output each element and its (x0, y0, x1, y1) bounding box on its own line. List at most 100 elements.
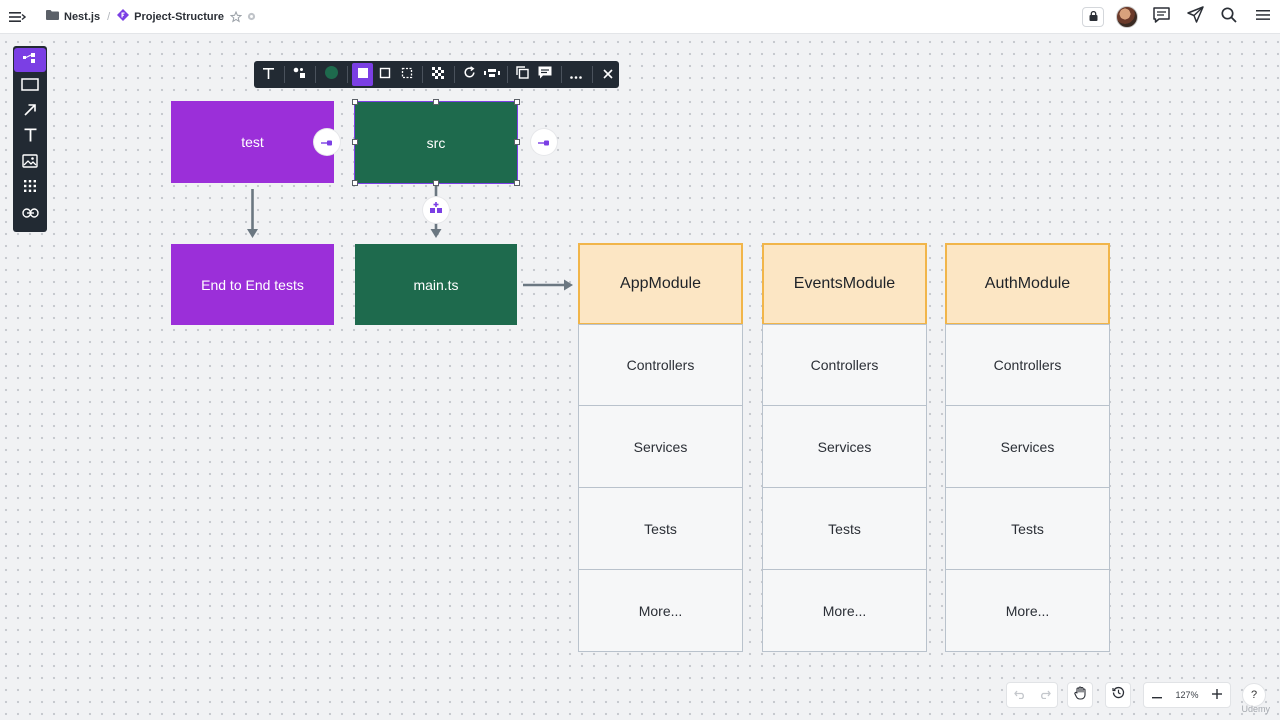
resize-handle-top-right[interactable] (514, 99, 520, 105)
module-cell-label: Services (1001, 439, 1055, 455)
module-cell[interactable]: Services (762, 406, 927, 488)
toolbar-divider (561, 66, 562, 83)
toolbar-opacity-button[interactable] (427, 63, 449, 86)
toolbar-fill-color-button[interactable] (320, 63, 342, 86)
hand-icon (1074, 686, 1087, 705)
ellipsis-icon (570, 66, 582, 84)
module-cell-label: More... (639, 603, 683, 619)
module-header[interactable]: EventsModule (762, 243, 927, 325)
redo-button[interactable] (1032, 683, 1057, 707)
resize-handle-right[interactable] (514, 139, 520, 145)
module-cell[interactable]: Controllers (578, 324, 743, 406)
module-cell-label: Tests (828, 521, 861, 537)
zoom-in-button[interactable] (1205, 683, 1230, 707)
quick-add-child-button[interactable] (423, 197, 449, 223)
settings-cog-icon[interactable] (247, 12, 256, 21)
zoom-out-button[interactable] (1144, 683, 1169, 707)
menu-collapse-icon[interactable] (0, 0, 34, 34)
node-src[interactable]: src (355, 102, 517, 183)
module-cell[interactable]: More... (945, 570, 1110, 652)
toolbar-shape-type-button[interactable] (289, 63, 311, 86)
toolbar-close-button[interactable] (597, 63, 619, 86)
module-cell-label: Services (634, 439, 688, 455)
top-bar-left: Nest.js / Project-Structure (0, 0, 256, 34)
node-e2e-label: End to End tests (201, 277, 304, 293)
toolbar-text-button[interactable] (258, 63, 280, 86)
module-cell[interactable]: Tests (762, 488, 927, 570)
breadcrumb-separator: / (107, 11, 110, 23)
resize-handle-top-left[interactable] (352, 99, 358, 105)
search-button[interactable] (1212, 0, 1246, 34)
resize-handle-top[interactable] (433, 99, 439, 105)
resize-handle-left[interactable] (352, 139, 358, 145)
top-bar: Nest.js / Project-Structure (0, 0, 1280, 34)
arrow-main-to-appmodule[interactable] (523, 280, 573, 291)
tool-rectangle[interactable] (13, 74, 47, 100)
module-cell-label: More... (1006, 603, 1050, 619)
tool-image[interactable] (13, 151, 47, 177)
module-cell[interactable]: Controllers (945, 324, 1110, 406)
toolbar-duplicate-button[interactable] (512, 63, 534, 86)
toolbar-fill-solid-button[interactable] (352, 63, 374, 86)
undo-button[interactable] (1007, 683, 1032, 707)
module-cell[interactable]: More... (762, 570, 927, 652)
comments-button[interactable] (1144, 0, 1178, 34)
quick-connect-right-button[interactable] (531, 129, 557, 155)
lock-button[interactable] (1076, 0, 1110, 34)
breadcrumb-board[interactable]: Project-Structure (117, 9, 224, 24)
pan-mode-group (1067, 682, 1093, 708)
help-label: ? (1251, 689, 1257, 701)
module-cell[interactable]: Services (945, 406, 1110, 488)
filled-square-icon (357, 66, 369, 84)
tool-text[interactable] (13, 125, 47, 151)
resize-handle-bottom-left[interactable] (352, 180, 358, 186)
connector-plug-icon (538, 133, 550, 151)
module-cell[interactable]: More... (578, 570, 743, 652)
resize-handle-bottom[interactable] (433, 180, 439, 186)
toolbar-align-button[interactable] (481, 63, 503, 86)
module-cell[interactable]: Services (578, 406, 743, 488)
star-icon[interactable] (230, 11, 242, 23)
quick-connect-left-button[interactable] (314, 129, 340, 155)
paper-plane-icon (1187, 6, 1204, 28)
duplicate-icon (516, 66, 529, 84)
tool-frames[interactable] (14, 48, 46, 72)
toolbar-divider (284, 66, 285, 83)
module-cell[interactable]: Tests (578, 488, 743, 570)
toolbar-more-button[interactable] (566, 63, 588, 86)
more-menu-button[interactable] (1246, 0, 1280, 34)
module-column-app: AppModule Controllers Services Tests Mor… (578, 243, 743, 652)
connector-plug-icon (321, 133, 333, 151)
module-cell[interactable]: Tests (945, 488, 1110, 570)
zoom-level[interactable]: 127% (1169, 690, 1204, 700)
node-main-ts[interactable]: main.ts (355, 244, 517, 325)
toolbar-dashed-border-button[interactable] (396, 63, 418, 86)
node-test-label: test (241, 134, 264, 150)
toolbar-comment-button[interactable] (534, 63, 556, 86)
node-test[interactable]: test (171, 101, 334, 183)
outline-square-icon (379, 66, 391, 84)
tool-arrow[interactable] (13, 100, 47, 126)
module-cell-label: Tests (1011, 521, 1044, 537)
toolbar-border-button[interactable] (374, 63, 396, 86)
color-swatch-icon (324, 65, 339, 85)
toolbar-divider (422, 66, 423, 83)
breadcrumb-folder[interactable]: Nest.js (46, 10, 100, 23)
tool-link[interactable] (13, 202, 47, 228)
user-avatar[interactable] (1110, 0, 1144, 34)
module-cell[interactable]: Controllers (762, 324, 927, 406)
history-button[interactable] (1106, 683, 1130, 707)
module-header[interactable]: AppModule (578, 243, 743, 325)
hand-tool-button[interactable] (1068, 683, 1092, 707)
module-title: AppModule (620, 275, 701, 293)
board-diamond-icon (117, 9, 129, 24)
resize-handle-bottom-right[interactable] (514, 180, 520, 186)
shape-context-toolbar (254, 61, 619, 88)
share-button[interactable] (1178, 0, 1212, 34)
toolbar-rotate-button[interactable] (459, 63, 481, 86)
module-header[interactable]: AuthModule (945, 243, 1110, 325)
tool-grid[interactable] (13, 176, 47, 202)
arrow-test-to-e2e[interactable] (247, 189, 258, 238)
redo-icon (1039, 686, 1051, 704)
node-e2e-tests[interactable]: End to End tests (171, 244, 334, 325)
